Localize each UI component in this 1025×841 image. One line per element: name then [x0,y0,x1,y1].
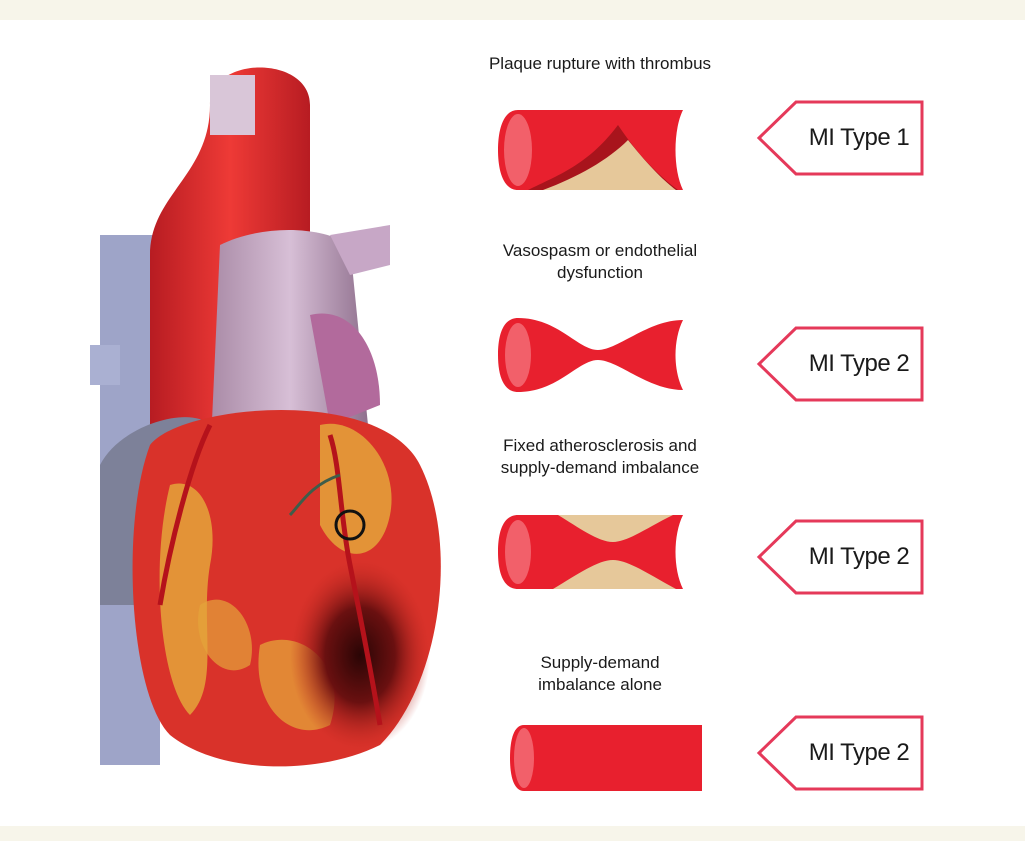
vasospasm-vessel [498,315,688,395]
top-band [0,0,1025,20]
mi-type-tag-4: MI Type 2 [756,714,926,792]
caption-plaque-rupture: Plaque rupture with thrombus [455,53,745,75]
caption-fixed-atherosclerosis: Fixed atherosclerosis and supply-demand … [455,435,745,479]
mi-type-label: MI Type 1 [796,99,922,177]
mi-type-tag-2: MI Type 2 [756,325,926,403]
caption-vasospasm: Vasospasm or endothelial dysfunction [455,240,745,284]
mi-type-label: MI Type 2 [796,714,922,792]
mi-type-tag-3: MI Type 2 [756,518,926,596]
mi-type-label: MI Type 2 [796,325,922,403]
atherosclerosis-vessel [498,512,688,592]
caption-supply-demand: Supply-demand imbalance alone [455,652,745,696]
mi-type-tag-1: MI Type 1 [756,99,926,177]
heart-illustration [60,45,460,785]
bottom-band [0,826,1025,841]
plaque-thrombus-vessel [498,105,688,195]
normal-vessel [510,722,705,794]
mi-type-label: MI Type 2 [796,518,922,596]
infarct-zone [290,560,430,750]
